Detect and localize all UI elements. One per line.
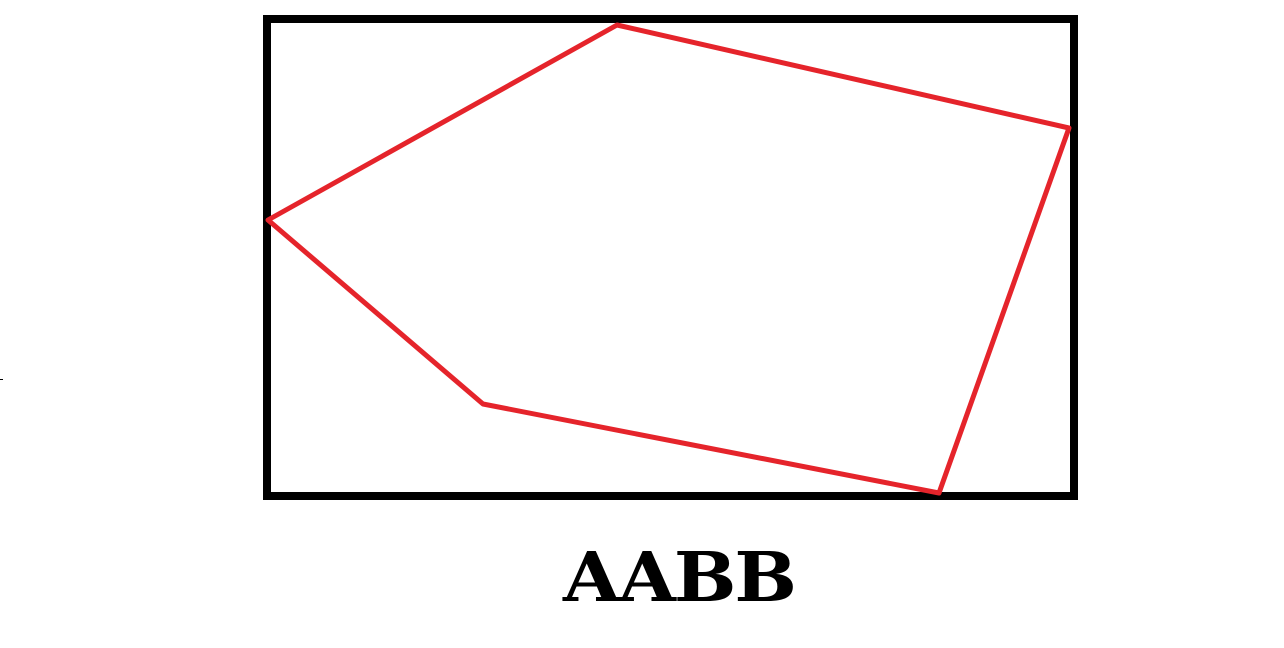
- bounding-box: [263, 15, 1078, 500]
- polygon-shape: [265, 22, 1072, 496]
- stray-mark: [0, 379, 3, 380]
- diagram-caption: AABB: [563, 538, 797, 618]
